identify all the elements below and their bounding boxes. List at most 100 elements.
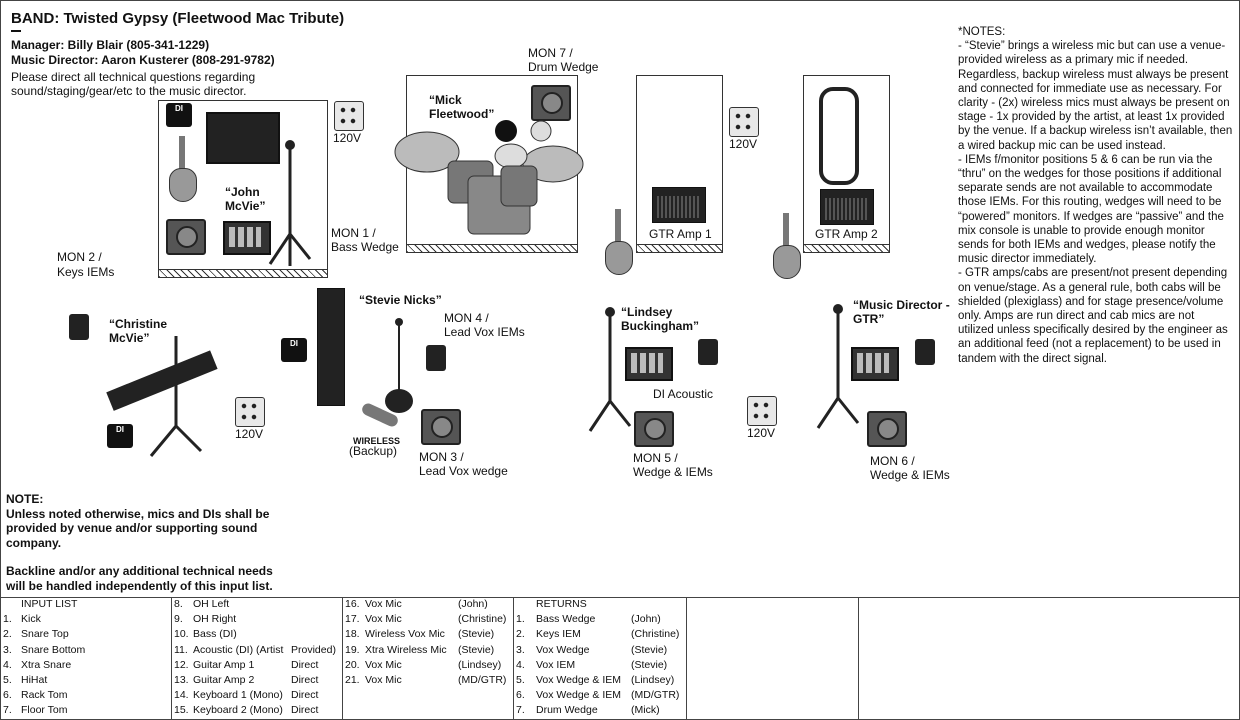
list-item: 2.Keys IEM(Christine) <box>516 628 680 641</box>
note-gtr-amps: - GTR amps/cabs are present/not present … <box>958 267 1228 365</box>
lindsey-label-1: “Lindsey <box>621 305 673 319</box>
md-label-2: GTR” <box>853 312 885 326</box>
mick-label-1: “Mick <box>429 93 462 107</box>
john-label-1: “John <box>225 185 260 199</box>
gtr-amp2-truss <box>803 244 890 253</box>
wireless-label: WIRELESS <box>353 436 401 446</box>
gtr-amp1-truss <box>636 244 723 253</box>
input-list-col1: INPUT LIST 1.Kick 2.Snare Top 3.Snare Bo… <box>3 597 169 719</box>
list-item: 20.Vox Mic(Lindsey) <box>345 658 502 671</box>
footnote-line: provided by venue and/or supporting soun… <box>6 521 258 535</box>
list-item: 18.Wireless Vox Mic(Stevie) <box>345 628 495 641</box>
md-mic-stand-icon <box>816 304 860 429</box>
stevie-wedge-icon <box>421 409 461 445</box>
footnote-line: company. <box>6 535 62 550</box>
col-divider <box>342 597 343 719</box>
mon2-label-1: MON 2 / <box>57 250 102 264</box>
col-divider <box>513 597 514 719</box>
mon2-label-2: Keys IEMs <box>57 265 115 279</box>
input-list-col2: 8.OH Left 9.OH Right 10.Bass (DI) 11.Aco… <box>174 597 340 719</box>
stevie-mic-stand-icon <box>385 318 413 413</box>
power-outlet-icon <box>729 107 759 137</box>
mon3-label-2: Lead Vox wedge <box>419 464 508 478</box>
input-list-col3: 16.Vox Mic(John) 17.Vox Mic(Christine) 1… <box>345 597 511 688</box>
notes-panel: *NOTES: - “Stevie” brings a wireless mic… <box>958 25 1233 366</box>
list-top-rule <box>1 597 1239 598</box>
input-list-header: INPUT LIST <box>21 598 78 610</box>
backup-label: (Backup) <box>349 444 398 458</box>
guitar-rack-icon <box>819 87 859 185</box>
col-divider <box>686 597 687 719</box>
john-label-2: McVie” <box>225 199 266 213</box>
lindsey-pedalboard-icon <box>625 347 673 381</box>
gtr-amp1-label: GTR Amp 1 <box>649 227 712 241</box>
drum-kit-icon <box>394 120 584 235</box>
power-label: 120V <box>729 137 758 151</box>
john-mic-stand-icon <box>268 140 312 266</box>
power-outlet-icon <box>747 396 777 426</box>
lindsey-guitar-icon <box>605 209 633 275</box>
bass-riser-truss <box>158 269 328 278</box>
mon3-label-1: MON 3 / <box>419 450 464 464</box>
md-wedge-icon <box>867 411 907 447</box>
list-item: 3.Snare Bottom <box>3 643 86 656</box>
list-item: 10.Bass (DI) <box>174 628 237 641</box>
bass-di-box: DI <box>166 103 192 127</box>
lindsey-iem-pack-icon <box>698 339 718 365</box>
bass-pedalboard-icon <box>223 221 271 255</box>
lindsey-wedge-icon <box>634 411 674 447</box>
manager-line: Manager: Billy Blair (805-341-1229) <box>11 38 210 52</box>
christine-label-1: “Christine <box>109 317 168 331</box>
christine-label-2: McVie” <box>109 331 150 345</box>
band-title: BAND: Twisted Gypsy (Fleetwood Mac Tribu… <box>11 10 345 27</box>
mon7-label-2: Drum Wedge <box>528 60 599 74</box>
bass-guitar-icon <box>169 136 197 202</box>
md-label-1: “Music Director - <box>853 298 950 312</box>
gtr-amp2-icon <box>820 189 874 225</box>
mon6-label-1: MON 6 / <box>870 454 915 468</box>
list-item: 21.Vox Mic(MD/GTR) <box>345 673 507 686</box>
power-label: 120V <box>235 427 264 441</box>
power-label: 120V <box>747 426 776 440</box>
stevie-label: “Stevie Nicks” <box>359 293 442 307</box>
drum-riser-truss <box>406 244 578 253</box>
stevie-iem-pack-icon <box>426 345 446 371</box>
mon7-label-1: MON 7 / <box>528 46 573 60</box>
mon6-label-2: Wedge & IEMs <box>870 468 950 482</box>
direct-questions-line-1: Please direct all technical questions re… <box>11 70 256 84</box>
list-item: 15.Keyboard 2 (Mono)Direct <box>174 704 319 717</box>
gtr-amp1-icon <box>652 187 706 223</box>
list-item: 8.OH Left <box>174 598 230 610</box>
power-outlet-icon <box>334 101 364 131</box>
list-item: 6.Vox Wedge & IEM(MD/GTR) <box>516 689 680 702</box>
notes-heading: *NOTES: <box>958 26 1006 38</box>
keyboard-stand-icon <box>106 336 218 457</box>
list-item: 17.Vox Mic(Christine) <box>345 613 507 626</box>
returns-list: RETURNS 1.Bass Wedge(John) 2.Keys IEM(Ch… <box>516 597 684 719</box>
list-item: 19.Xtra Wireless Mic(Stevie) <box>345 643 495 656</box>
title-dash <box>11 30 21 32</box>
bass-amp-head <box>206 112 280 164</box>
list-item: 7.Drum Wedge(Mick) <box>516 704 660 717</box>
lindsey-label-2: Buckingham” <box>621 319 700 333</box>
stevie-di-box: DI <box>281 338 307 362</box>
footnote: NOTE: Unless noted otherwise, mics and D… <box>6 492 273 593</box>
footnote-line: will be handled independently of this in… <box>6 578 273 593</box>
list-item: 7.Floor Tom <box>3 704 68 717</box>
mon4-label-2: Lead Vox IEMs <box>444 325 525 339</box>
note-iem-routing: - IEMs f/monitor positions 5 & 6 can be … <box>958 153 1224 266</box>
list-item: 9.OH Right <box>174 613 237 626</box>
drum-wedge-icon <box>531 85 571 121</box>
list-item: 3.Vox Wedge(Stevie) <box>516 643 668 656</box>
gtr-amp2-label: GTR Amp 2 <box>815 227 878 241</box>
power-outlet-icon <box>235 397 265 427</box>
lindsey-mic-stand-icon <box>588 307 632 432</box>
keys-iem-pack-icon <box>69 314 89 340</box>
mon1-label-1: MON 1 / <box>331 226 376 240</box>
list-item: 5.Vox Wedge & IEM(Lindsey) <box>516 673 675 686</box>
list-item: 5.HiHat <box>3 673 48 686</box>
footnote-line: Backline and/or any additional technical… <box>6 564 273 578</box>
